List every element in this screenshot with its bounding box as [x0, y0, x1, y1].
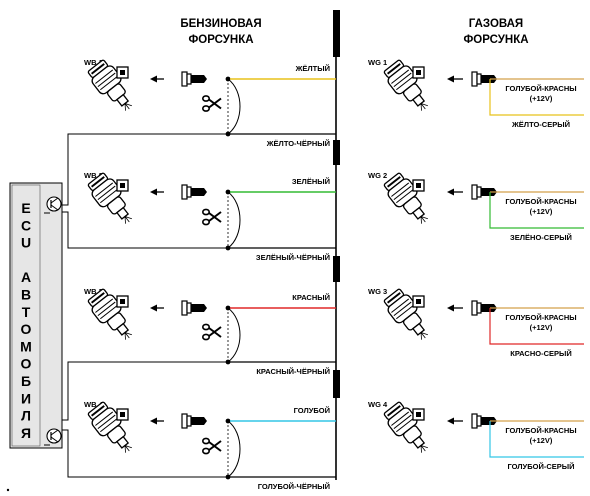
ground-wire-label: ЗЕЛЁНЫЙ-ЧЁРНЫЙ — [256, 253, 330, 262]
return-wire — [489, 192, 584, 229]
transistor-icon — [44, 196, 62, 214]
return-wire — [489, 308, 584, 345]
scissors-icon — [202, 95, 222, 112]
ecu-letter: О — [21, 356, 32, 372]
return-wire-label: КРАСНО-СЕРЫЙ — [510, 349, 571, 358]
petrol-injector-tag: WB 2 — [84, 171, 103, 180]
gas-header-line2: ФОРСУНКА — [463, 34, 528, 46]
ecu-letter: Т — [22, 304, 31, 320]
return-wire — [489, 79, 584, 116]
return-wire — [489, 421, 584, 458]
signal-wire-label: ЗЕЛЁНЫЙ — [292, 177, 330, 186]
power-wire-label: ГОЛУБОЙ-КРАСНЫ — [505, 426, 576, 435]
ecu-letter: А — [21, 269, 31, 285]
bus-terminal — [333, 256, 340, 282]
ground-wire-label: КРАСНЫЙ-ЧЁРНЫЙ — [256, 367, 330, 376]
petrol-injector-tag: WB 4 — [84, 400, 104, 409]
arrow-left-icon — [447, 188, 463, 196]
petrol-channel-2: WB 2 ЗЕЛЁНЫЙ ЗЕЛЁНЫЙ-ЧЁРНЫЙ — [84, 171, 330, 262]
signal-wire-label: ГОЛУБОЙ — [294, 406, 330, 415]
fuel-injector-icon — [380, 286, 437, 347]
ecu-letter: C — [21, 217, 31, 233]
arrow-left-icon — [447, 304, 463, 312]
fuel-injector-icon — [84, 170, 141, 231]
arrow-left-icon — [150, 304, 164, 312]
ecu-label-panel — [11, 184, 41, 447]
return-wire-label: ГОЛУБОЙ-СЕРЫЙ — [508, 462, 575, 471]
ecu-letter: Б — [21, 373, 31, 389]
gas-injector-tag: WG 2 — [368, 171, 387, 180]
ecu-wire-1 — [62, 133, 228, 206]
gas-channel-1: WG 1 ГОЛУБОЙ-КРАСНЫ(+12V) ЖЁЛТО-СЕРЫЙ — [368, 58, 577, 129]
arrow-left-icon — [150, 75, 164, 83]
fuel-injector-icon — [380, 399, 437, 460]
ecu-letter: Л — [21, 408, 31, 424]
arrow-left-icon — [447, 417, 463, 425]
arrow-left-icon — [150, 417, 164, 425]
petrol-injector-tag: WB 3 — [84, 287, 103, 296]
power-voltage-label: (+12V) — [530, 94, 553, 103]
gas-channel-4: WG 4 ГОЛУБОЙ-КРАСНЫ(+12V) ГОЛУБОЙ-СЕРЫЙ — [368, 400, 577, 471]
cut-wire — [227, 307, 241, 363]
scissors-icon — [202, 323, 222, 341]
ecu-letter: О — [21, 321, 32, 337]
petrol-channel-3: WB 3 КРАСНЫЙ КРАСНЫЙ-ЧЁРНЫЙ — [84, 287, 330, 376]
power-wire-label: ГОЛУБОЙ-КРАСНЫ — [505, 84, 576, 93]
gas-channel-3: WG 3 ГОЛУБОЙ-КРАСНЫ(+12V) КРАСНО-СЕРЫЙ — [368, 287, 577, 358]
fuel-injector-icon — [84, 286, 141, 347]
ecu-letter: М — [20, 338, 32, 354]
ecu-wire-3 — [62, 361, 228, 421]
gas-header-line1: ГАЗОВАЯ — [469, 18, 523, 30]
cut-wire — [227, 191, 241, 249]
connector-plug-icon — [181, 71, 208, 87]
ecu-wire-2 — [62, 211, 228, 249]
ecu-wire-4 — [62, 429, 228, 478]
petrol-header-line1: БЕНЗИНОВАЯ — [180, 18, 261, 30]
cut-wire — [227, 78, 241, 135]
ecu-letter: В — [21, 287, 31, 303]
power-wire-label: ГОЛУБОЙ-КРАСНЫ — [505, 313, 576, 322]
connector-plug-icon — [181, 300, 208, 316]
ecu-letter: Я — [21, 425, 31, 441]
petrol-injector-tag: WB 1 — [84, 58, 103, 67]
corner-dot — [6, 488, 10, 492]
petrol-header-line2: ФОРСУНКА — [188, 34, 253, 46]
ground-wire-label: ГОЛУБОЙ-ЧЁРНЫЙ — [258, 482, 330, 491]
scissors-icon — [202, 208, 222, 226]
power-voltage-label: (+12V) — [530, 207, 553, 216]
arrow-left-icon — [150, 188, 164, 196]
bus-terminal — [333, 140, 340, 165]
fuel-injector-icon — [380, 170, 437, 231]
gas-injector-tag: WG 1 — [368, 58, 387, 67]
power-wire-label: ГОЛУБОЙ-КРАСНЫ — [505, 197, 576, 206]
bus-terminal — [333, 10, 340, 57]
scissors-icon — [202, 437, 222, 455]
fuel-injector-icon — [380, 57, 437, 118]
cut-wire — [227, 420, 241, 478]
ecu-letter: И — [21, 390, 31, 406]
petrol-channel-1: WB 1 ЖЁЛТЫЙ ЖЁЛТО-ЧЁРНЫЙ — [84, 58, 330, 148]
signal-wire-label: КРАСНЫЙ — [292, 293, 330, 302]
transistor-icon — [44, 428, 62, 446]
fuel-injector-icon — [84, 399, 141, 460]
connector-plug-icon — [181, 413, 208, 429]
petrol-channel-4: WB 4 ГОЛУБОЙ ГОЛУБОЙ-ЧЁРНЫЙ — [84, 400, 330, 491]
fuel-injector-icon — [84, 57, 141, 118]
return-wire-label: ЗЕЛЁНО-СЕРЫЙ — [510, 233, 572, 242]
power-voltage-label: (+12V) — [530, 323, 553, 332]
signal-wire-label: ЖЁЛТЫЙ — [295, 64, 330, 73]
bus-terminal — [333, 370, 340, 398]
return-wire-label: ЖЁЛТО-СЕРЫЙ — [511, 120, 570, 129]
connector-plug-icon — [181, 184, 208, 200]
power-voltage-label: (+12V) — [530, 436, 553, 445]
ecu-letter: U — [21, 235, 31, 251]
ecu-letter: E — [21, 200, 30, 216]
ground-wire-label: ЖЁЛТО-ЧЁРНЫЙ — [266, 139, 330, 148]
gas-injector-tag: WG 3 — [368, 287, 387, 296]
gas-channel-2: WG 2 ГОЛУБОЙ-КРАСНЫ(+12V) ЗЕЛЁНО-СЕРЫЙ — [368, 171, 577, 242]
arrow-left-icon — [447, 75, 463, 83]
gas-injector-tag: WG 4 — [368, 400, 388, 409]
